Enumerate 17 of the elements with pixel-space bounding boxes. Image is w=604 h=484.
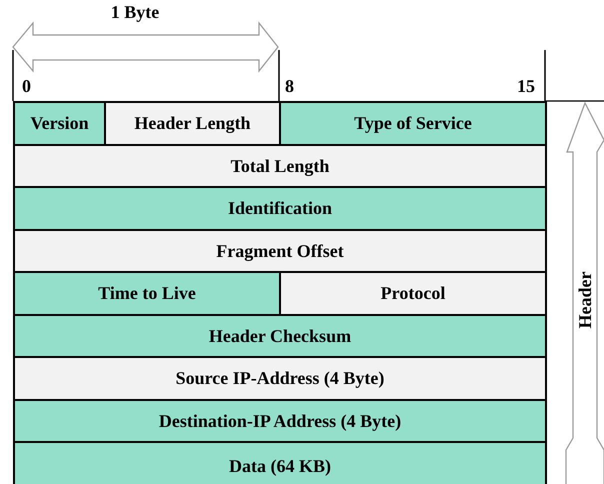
field-cell: Data (64 KB)	[13, 441, 547, 484]
dimension-label: 1 Byte	[110, 3, 160, 21]
dimension-label: Header	[576, 272, 594, 328]
field-cell: Header Checksum	[13, 314, 547, 358]
field-cell: Source IP-Address (4 Byte)	[13, 356, 547, 400]
field-cell: Total Length	[13, 144, 547, 188]
field-cell: Fragment Offset	[13, 228, 547, 273]
field-cell: Type of Service	[279, 101, 547, 146]
bit-number: 15	[516, 77, 535, 95]
field-cell: Destination-IP Address (4 Byte)	[13, 398, 547, 443]
bit-number: 8	[285, 77, 295, 95]
field-cell: Header Length	[104, 101, 281, 146]
bit-number: 0	[22, 77, 32, 95]
field-cell: Time to Live	[13, 271, 281, 316]
field-cell: Identification	[13, 186, 547, 230]
field-cell: Version	[13, 101, 106, 146]
field-cell: Protocol	[279, 271, 547, 316]
